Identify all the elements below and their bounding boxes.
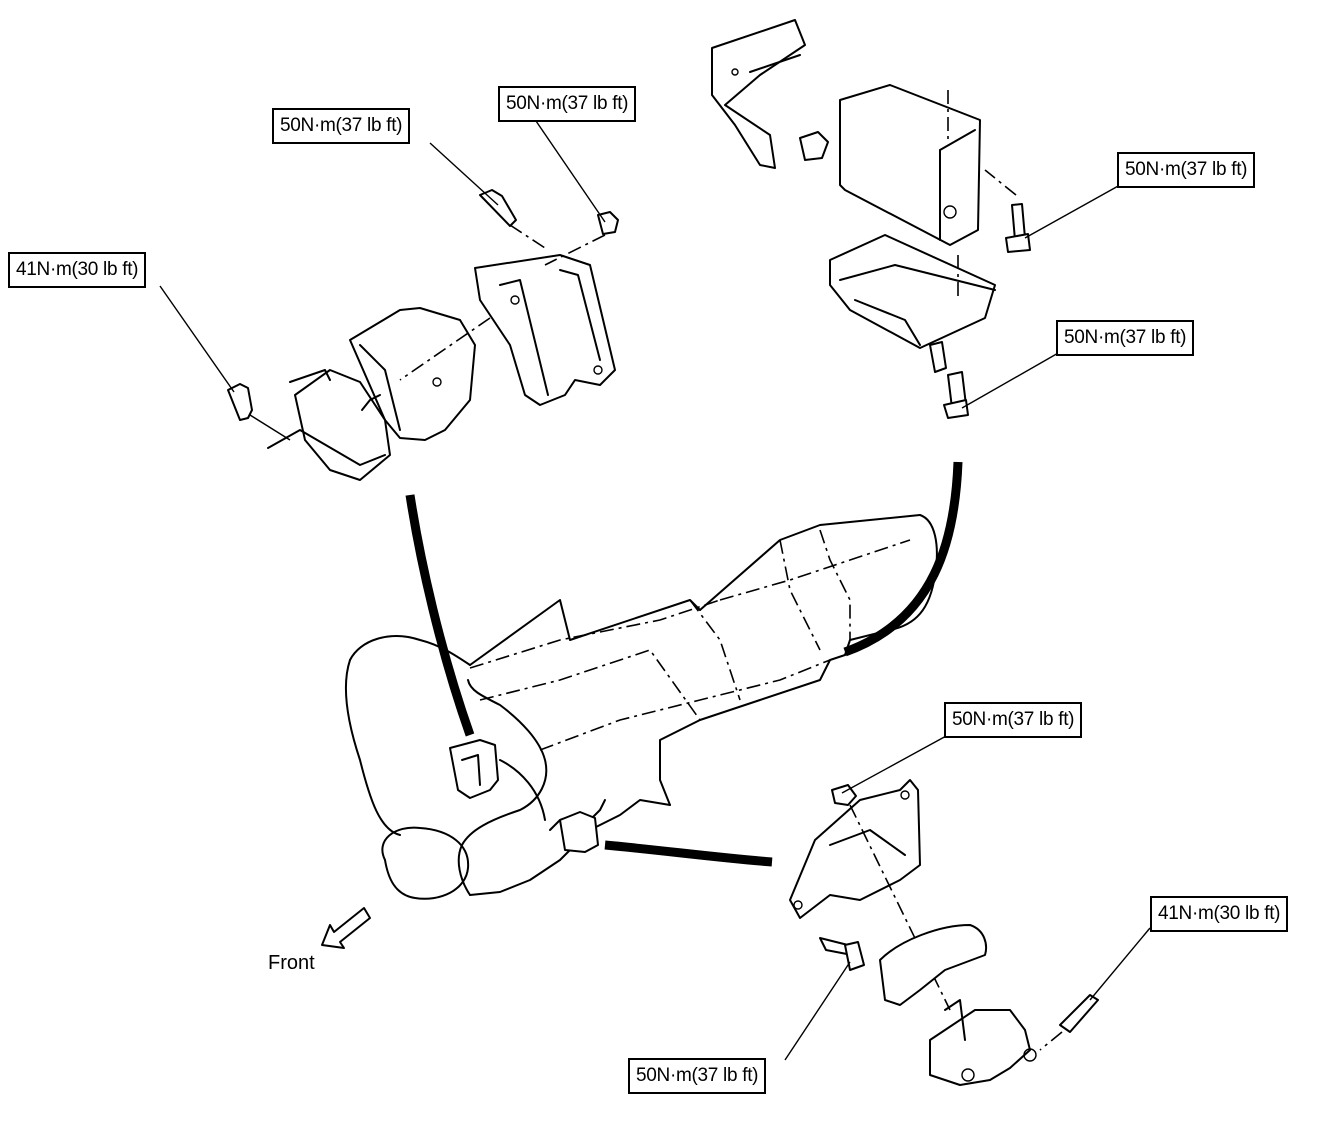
- torque-callout-left-mount: 41N·m(30 lb ft): [8, 252, 147, 288]
- lower-guide-arrow: [604, 840, 773, 867]
- torque-callout-upper-left-bolt: 50N·m(37 lb ft): [272, 108, 411, 144]
- torque-callout-upper-left-nut: 50N·m(37 lb ft): [498, 86, 637, 122]
- torque-callout-lower-right-nut: 50N·m(37 lb ft): [944, 702, 1083, 738]
- lower-engine-mount-assembly: [789, 779, 1099, 1086]
- torque-callout-upper-right-bottom: 50N·m(37 lb ft): [1056, 320, 1195, 356]
- front-arrow-icon: [321, 907, 371, 949]
- right-guide-arrow: [843, 461, 963, 657]
- torque-callout-upper-right-side: 50N·m(37 lb ft): [1117, 152, 1256, 188]
- front-direction-label: Front: [268, 952, 315, 974]
- torque-callout-lower-right-mount: 41N·m(30 lb ft): [1150, 896, 1289, 932]
- right-transmission-mount-assembly: [711, 19, 1031, 419]
- torque-callout-lower-bolt: 50N·m(37 lb ft): [628, 1058, 767, 1094]
- left-engine-mount-assembly: [227, 189, 619, 481]
- callout-leaders: [159, 120, 1151, 1061]
- left-guide-arrow: [405, 494, 475, 737]
- engine-transmission-assembly: [344, 514, 938, 900]
